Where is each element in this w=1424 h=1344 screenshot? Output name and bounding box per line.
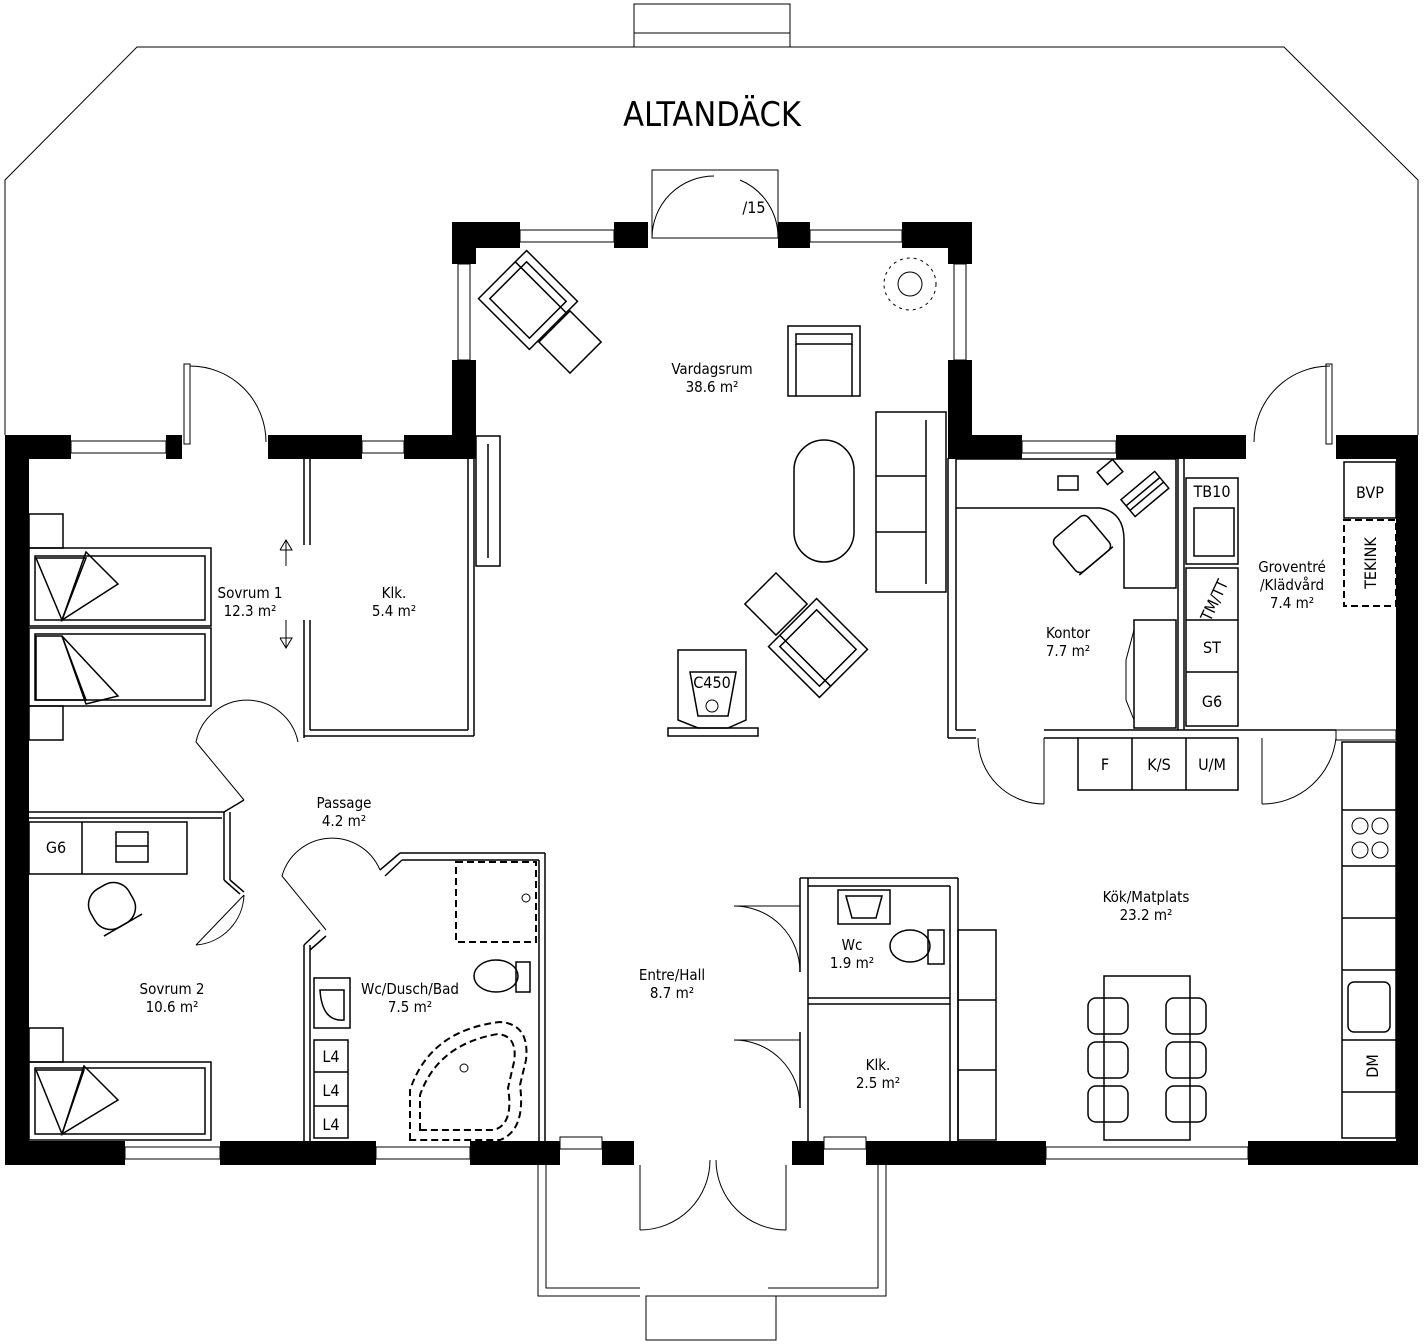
room-labels: Vardagsrum 38.6 m² Sovrum 1 12.3 m² Klk.… xyxy=(140,360,1326,1092)
room-name: Sovrum 2 xyxy=(140,980,205,998)
windows xyxy=(70,229,1397,1160)
room-area: 10.6 m² xyxy=(146,998,199,1016)
appliance-label: TM/TT xyxy=(1196,576,1232,624)
room-area: 1.9 m² xyxy=(830,954,874,972)
appliance-label: L4 xyxy=(322,1081,339,1100)
room-name: Wc/Dusch/Bad xyxy=(361,980,459,998)
room-name: Vardagsrum xyxy=(671,360,752,378)
kitchen-fixtures xyxy=(957,737,1397,1141)
room-area: 7.7 m² xyxy=(1046,642,1090,660)
room-area: 7.4 m² xyxy=(1270,594,1314,612)
wc-fixtures xyxy=(837,889,945,965)
room-name: Kök/Matplats xyxy=(1103,888,1190,906)
room-area: 5.4 m² xyxy=(372,602,416,620)
room-name: Sovrum 1 xyxy=(218,584,283,602)
bathroom-fixtures xyxy=(313,861,537,1141)
terrace-door-mark: /15 xyxy=(742,198,765,217)
room-name: Groventré xyxy=(1258,558,1326,576)
dining-chairs xyxy=(1087,997,1207,1123)
interior-walls xyxy=(29,458,1336,1141)
room-area: 8.7 m² xyxy=(650,984,694,1002)
laundry-fixtures xyxy=(1185,461,1397,727)
exterior-walls xyxy=(5,222,1418,1165)
appliance-label: ST xyxy=(1203,638,1221,657)
room-area: 23.2 m² xyxy=(1120,906,1173,924)
room-area: 4.2 m² xyxy=(322,812,366,830)
room-area: 7.5 m² xyxy=(388,998,432,1016)
room-name: Klk. xyxy=(866,1056,891,1074)
room-name-2: /Klädvård xyxy=(1260,576,1324,594)
doors xyxy=(183,169,1337,1231)
room-name: Wc xyxy=(842,936,863,954)
deck-title: ALTANDÄCK xyxy=(623,95,802,135)
appliance-label: TB10 xyxy=(1193,482,1231,501)
appliance-label: BVP xyxy=(1356,483,1384,502)
appliance-label: L4 xyxy=(322,1115,339,1134)
appliance-label: U/M xyxy=(1198,755,1226,774)
room-name: Kontor xyxy=(1046,624,1090,642)
room-name: Passage xyxy=(317,794,372,812)
appliance-label: TEKINK xyxy=(1361,537,1380,590)
room-area: 2.5 m² xyxy=(856,1074,900,1092)
bedroom1-furniture xyxy=(28,513,293,741)
appliance-label: L4 xyxy=(322,1047,339,1066)
living-room-furniture xyxy=(475,249,947,737)
appliance-label: F xyxy=(1101,755,1109,774)
porch xyxy=(537,1165,887,1341)
appliance-label: G6 xyxy=(1202,692,1222,711)
bedroom2-furniture xyxy=(28,821,212,1141)
office-furniture xyxy=(956,458,1177,729)
room-area: 12.3 m² xyxy=(224,602,277,620)
appliance-label: G6 xyxy=(46,838,66,857)
appliance-label: DM xyxy=(1363,1054,1382,1078)
room-area: 38.6 m² xyxy=(686,378,739,396)
stove-label: C450 xyxy=(693,673,731,692)
appliance-label: K/S xyxy=(1147,755,1170,774)
room-name: Entre/Hall xyxy=(639,966,705,984)
deck-outline xyxy=(4,3,1419,435)
room-name: Klk. xyxy=(382,584,407,602)
